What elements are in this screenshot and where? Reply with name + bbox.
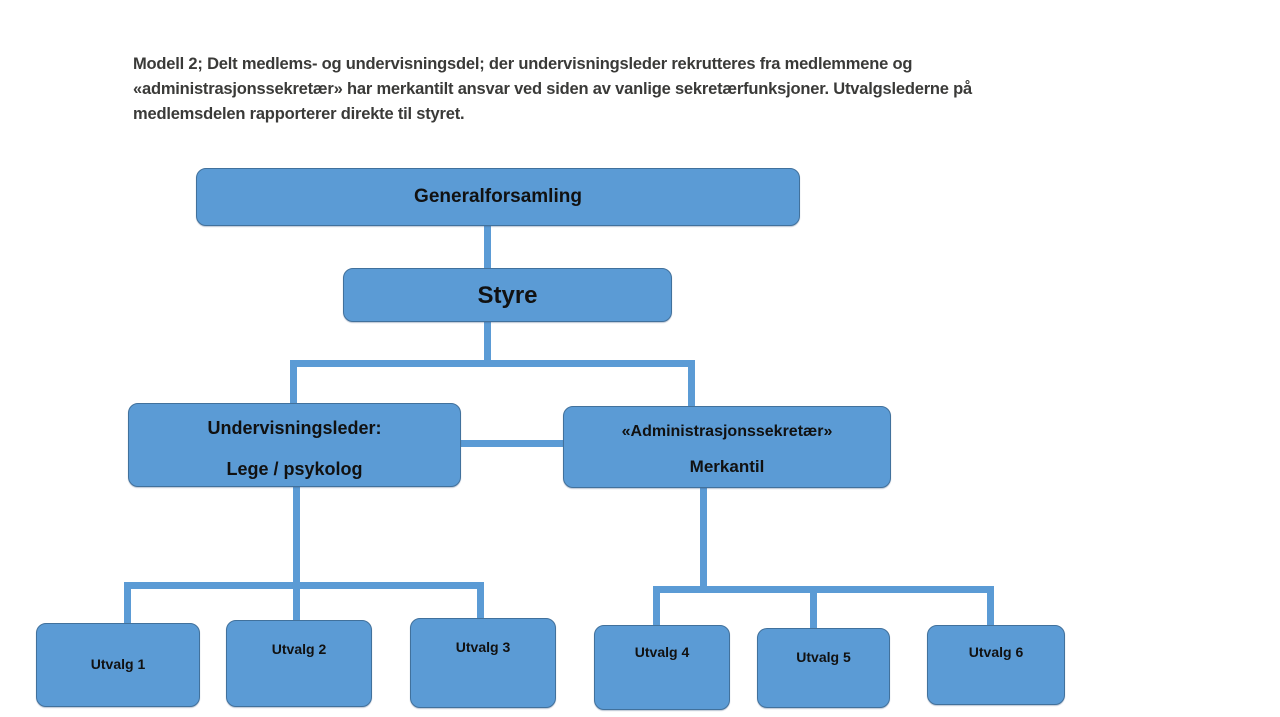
node-utvalg-2-label: Utvalg 2 bbox=[271, 641, 327, 657]
caption: Modell 2; Delt medlems- og undervisnings… bbox=[133, 52, 1193, 127]
node-undervisningsleder-line2: Lege / psykolog bbox=[226, 459, 363, 479]
connector-drop-utvalg-5 bbox=[810, 586, 817, 632]
connector-drop-utvalg-3 bbox=[477, 582, 484, 622]
node-styre: Styre bbox=[343, 268, 672, 322]
node-utvalg-5-label: Utvalg 5 bbox=[796, 649, 851, 665]
node-generalforsamling: Generalforsamling bbox=[196, 168, 800, 226]
node-utvalg-5: Utvalg 5 bbox=[757, 628, 890, 708]
node-utvalg-3-label: Utvalg 3 bbox=[455, 639, 511, 655]
connector-right-branch-horizontal bbox=[653, 586, 994, 593]
node-utvalg-1: Utvalg 1 bbox=[36, 623, 200, 707]
caption-line-1: Modell 2; Delt medlems- og undervisnings… bbox=[133, 55, 913, 73]
connector-underv-admin-link bbox=[459, 440, 565, 447]
node-utvalg-4-label: Utvalg 4 bbox=[634, 644, 690, 660]
node-utvalg-2: Utvalg 2 bbox=[226, 620, 372, 707]
connector-drop-utvalg-1 bbox=[124, 582, 131, 624]
node-utvalg-1-label: Utvalg 1 bbox=[90, 656, 146, 672]
node-utvalg-3: Utvalg 3 bbox=[410, 618, 556, 708]
connector-underv-stem bbox=[293, 486, 300, 588]
node-adminsekretar-line2: Merkantil bbox=[689, 457, 765, 476]
node-generalforsamling-label: Generalforsamling bbox=[414, 186, 582, 207]
connector-drop-adminsekretar bbox=[688, 360, 695, 408]
node-styre-label: Styre bbox=[477, 282, 538, 309]
caption-line-3: medlemsdelen rapporterer direkte til sty… bbox=[133, 105, 465, 123]
connector-drop-utvalg-4 bbox=[653, 586, 660, 627]
connector-styre-stem bbox=[484, 322, 491, 367]
connector-gen-styre bbox=[484, 226, 491, 268]
connector-drop-utvalg-2 bbox=[293, 582, 300, 622]
connector-admin-stem bbox=[700, 487, 707, 589]
node-utvalg-4: Utvalg 4 bbox=[594, 625, 730, 710]
node-adminsekretar: «Administrasjonssekretær» Merkantil bbox=[563, 406, 891, 488]
connector-drop-undervisningsleder bbox=[290, 360, 297, 405]
node-undervisningsleder: Undervisningsleder: Lege / psykolog bbox=[128, 403, 461, 487]
connector-styre-branch-horizontal bbox=[290, 360, 695, 367]
connector-left-branch-horizontal bbox=[124, 582, 484, 589]
connector-drop-utvalg-6 bbox=[987, 586, 994, 628]
node-adminsekretar-line1: «Administrasjonssekretær» bbox=[621, 423, 833, 440]
caption-line-2: «administrasjonssekretær» har merkantilt… bbox=[133, 80, 973, 98]
node-undervisningsleder-line1: Undervisningsleder: bbox=[207, 418, 382, 438]
node-utvalg-6: Utvalg 6 bbox=[927, 625, 1065, 705]
node-utvalg-6-label: Utvalg 6 bbox=[968, 644, 1024, 660]
